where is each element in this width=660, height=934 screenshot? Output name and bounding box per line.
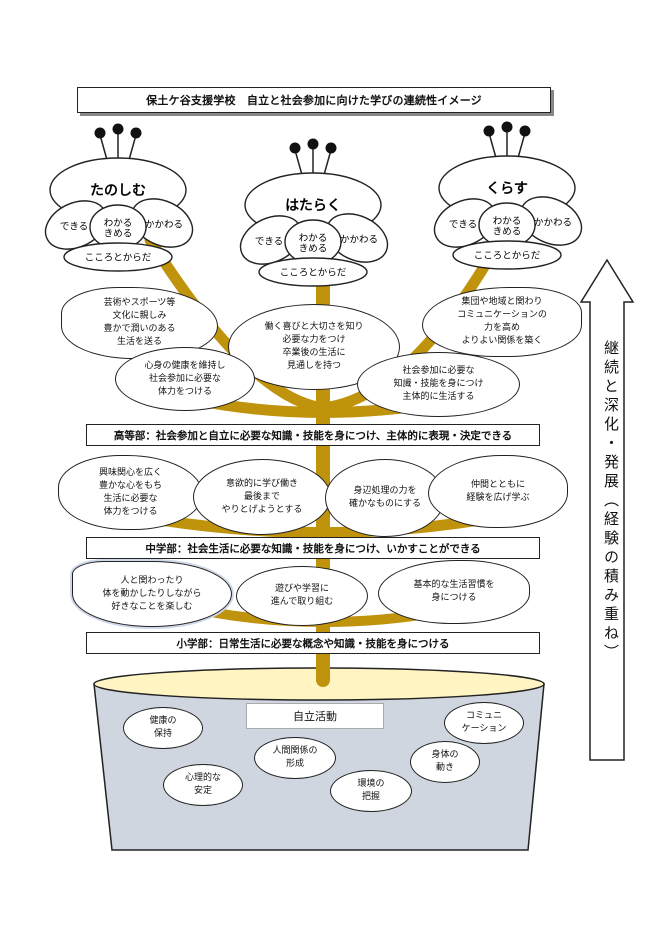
pistil-dot	[94, 127, 106, 139]
flower-name: たのしむ	[90, 183, 146, 199]
petal-label-mind-body: こころとからだ	[85, 252, 152, 263]
pistil-dot	[307, 138, 319, 150]
pot-item-communication: コミュニ ケーション	[444, 702, 524, 744]
band-high-school: 高等部：社会参加と自立に必要な知識・技能を身につけ、主体的に表現・決定できる	[86, 424, 540, 446]
page-title: 保土ケ谷支援学校 自立と社会参加に向けた学びの連続性イメージ	[77, 87, 551, 113]
pot-item-environment: 環境の 把握	[330, 770, 412, 812]
band-elementary: 小学部：日常生活に必要な概念や知識・技能を身につける	[86, 632, 540, 654]
petal-label-understand: わかるきめる	[104, 218, 133, 239]
pistil-dot	[289, 142, 301, 154]
petal-bottom	[452, 240, 562, 270]
petal-label-mind-body: こころとからだ	[474, 250, 541, 261]
pistil-dot	[325, 142, 337, 154]
el-leaf-enjoy: 人と関わったり 体を動かしたりしながら 好きなことを楽しむ	[72, 561, 232, 627]
hs-leaf-work: 働く喜びと大切さを知り 必要な力をつけ 卒業後の生活に 見通しを持つ	[228, 304, 400, 390]
pistil-dot	[112, 123, 124, 135]
petal-label-can: できる	[449, 219, 477, 230]
petal-label-can: できる	[255, 236, 283, 247]
pistil-dot	[519, 125, 531, 137]
pot-item-psychological: 心理的な 安定	[163, 764, 243, 806]
hs-leaf-community: 集団や地域と関わり コミュニケーションの 力を高め よりよい関係を築く	[422, 287, 582, 357]
pot-item-relationships: 人間関係の 形成	[254, 737, 336, 779]
el-leaf-engage: 遊びや学習に 進んで取り組む	[236, 566, 368, 626]
jh-leaf-motivation: 意欲的に学び働き 最後まで やりとげようとする	[193, 459, 331, 535]
flowers-group: たのしむできるわかるきめるかかわるこころとからだはたらくできるわかるきめるかかわ…	[44, 121, 583, 287]
jh-leaf-interest: 興味関心を広く 豊かな心をもち 生活に必要な 体力をつける	[58, 455, 203, 530]
pot-item-body-movement: 身体の 動き	[410, 741, 480, 783]
pot-label: 自立活動	[293, 710, 337, 723]
growth-arrow	[579, 258, 635, 761]
pistil-dot	[501, 121, 513, 133]
petal-label-connect: かかわる	[340, 234, 378, 245]
el-leaf-habits: 基本的な生活習慣を 身につける	[378, 560, 530, 624]
hs-leaf-health: 心身の健康を維持し 社会参加に必要な 体力をつける	[115, 347, 255, 411]
pistil-dot	[483, 125, 495, 137]
petal-label-can: できる	[60, 221, 88, 232]
band-junior-high: 中学部：社会生活に必要な知識・技能を身につけ、いかすことができる	[86, 537, 540, 559]
petal-bottom	[258, 257, 368, 287]
petal-label-connect: かかわる	[145, 219, 183, 230]
growth-arrow-label: 継続と深化・発展（経験の積み重ね）	[602, 340, 620, 663]
hs-leaf-life: 社会参加に必要な 知識・技能を身につけ 主体的に生活する	[357, 352, 520, 417]
petal-bottom	[63, 242, 173, 272]
jh-leaf-selfcare: 身辺処理の力を 確かなものにする	[325, 459, 445, 537]
pistil-dot	[130, 127, 142, 139]
petal-label-understand: わかるきめる	[299, 233, 328, 254]
petal-label-understand: わかるきめる	[493, 216, 522, 237]
jh-leaf-peers: 仲間とともに 経験を広げ学ぶ	[428, 455, 568, 528]
pot-label-box: 自立活動	[246, 703, 384, 729]
flower-name: くらす	[486, 181, 528, 197]
pot-item-health: 健康の 保持	[123, 707, 203, 749]
petal-label-connect: かかわる	[534, 217, 572, 228]
flower-name: はたらく	[285, 198, 341, 214]
branch-junior	[154, 514, 486, 538]
petal-label-mind-body: こころとからだ	[280, 267, 347, 278]
